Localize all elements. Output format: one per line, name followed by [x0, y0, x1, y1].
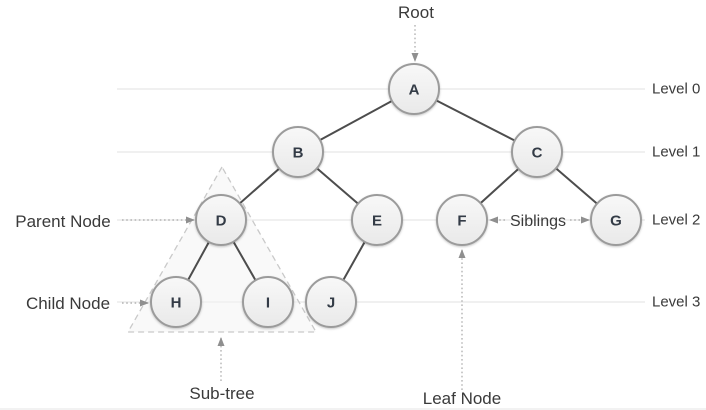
tree-node-C: C — [511, 126, 563, 178]
node-circle — [511, 126, 563, 178]
tree-node-G: G — [590, 194, 642, 246]
tree-node-A: A — [388, 63, 440, 115]
node-circle — [150, 276, 202, 328]
subtree-label: Sub-tree — [189, 384, 254, 403]
node-letter: H — [171, 295, 182, 312]
parent-node-label: Parent Node — [15, 212, 110, 231]
annotation-child-node-label: Child Node — [26, 294, 149, 313]
node-circle — [388, 63, 440, 115]
level-label: Level 1 — [652, 144, 700, 161]
node-letter: C — [532, 145, 543, 162]
node-circle — [351, 194, 403, 246]
tree-node-F: F — [436, 194, 488, 246]
tree-node-J: J — [305, 276, 357, 328]
node-letter: G — [610, 213, 622, 230]
tree-node-D: D — [195, 194, 247, 246]
node-circle — [436, 194, 488, 246]
node-letter: E — [372, 213, 382, 230]
node-letter: D — [216, 213, 227, 230]
root-label: Root — [398, 3, 434, 22]
tree-node-B: B — [272, 126, 324, 178]
annotation-subtree-label: Sub-tree — [189, 337, 255, 403]
node-letter: B — [293, 145, 304, 162]
node-letter: I — [266, 295, 270, 312]
level-label: Level 3 — [652, 294, 700, 311]
node-letter: J — [327, 295, 335, 312]
node-circle — [305, 276, 357, 328]
node-circle — [590, 194, 642, 246]
node-letter: F — [457, 213, 466, 230]
level-label: Level 2 — [652, 212, 700, 229]
tree-nodes: A B C D E F G H I J — [150, 63, 642, 328]
leaf-node-label: Leaf Node — [423, 389, 501, 408]
node-circle — [242, 276, 294, 328]
siblings-label: Siblings — [510, 213, 566, 230]
node-circle — [272, 126, 324, 178]
node-letter: A — [409, 82, 420, 99]
annotation-leaf-node-label: Leaf Node — [423, 249, 501, 408]
level-labels: Level 0 Level 1 Level 2 Level 3 — [652, 81, 700, 311]
level-label: Level 0 — [652, 81, 700, 98]
tree-node-I: I — [242, 276, 294, 328]
tree-node-E: E — [351, 194, 403, 246]
annotation-root-label: Root — [398, 3, 434, 62]
child-node-label: Child Node — [26, 294, 110, 313]
node-circle — [195, 194, 247, 246]
annotation-parent-node-label: Parent Node — [15, 212, 195, 231]
tree-node-H: H — [150, 276, 202, 328]
annotation-siblings-label: Siblings — [489, 213, 590, 230]
